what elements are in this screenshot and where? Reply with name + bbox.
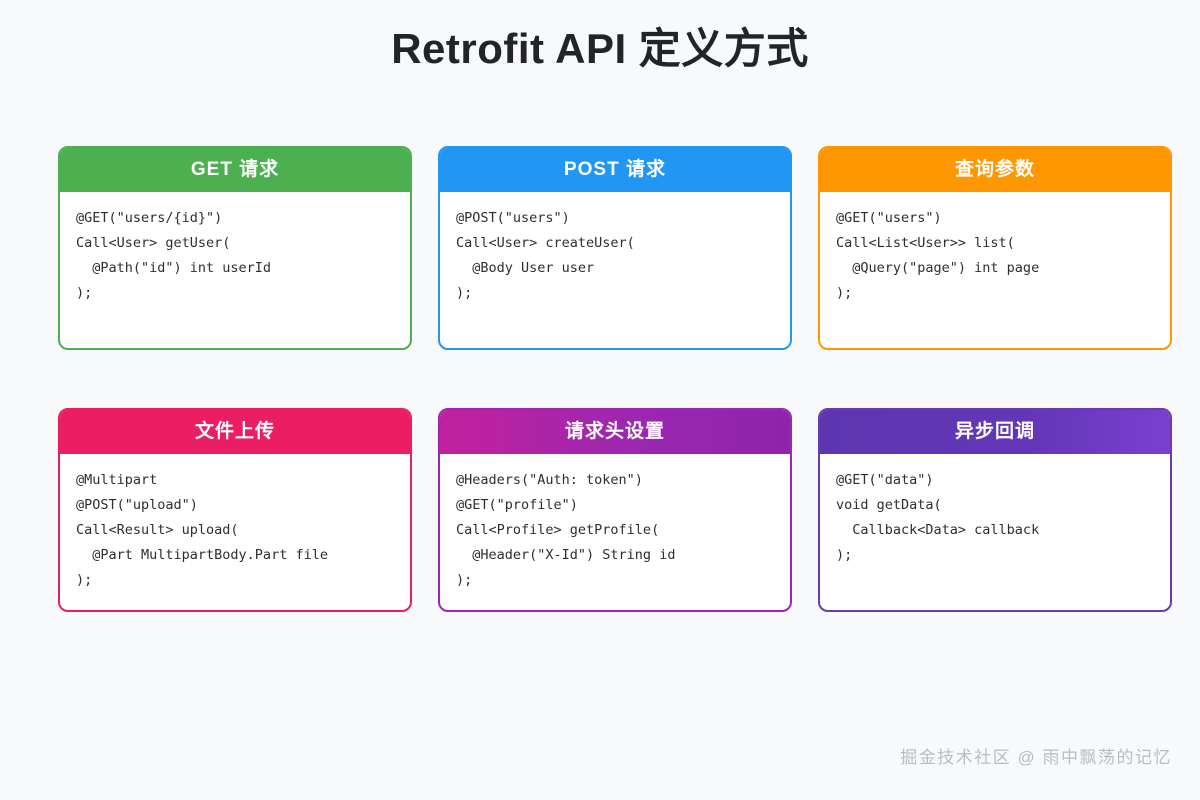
card-header-title: 查询参数 <box>820 148 1170 192</box>
card-code-block: @Multipart @POST("upload") Call<Result> … <box>76 472 328 588</box>
card-code-block: @GET("users") Call<List<User>> list( @Qu… <box>836 210 1040 301</box>
card-async-callback[interactable]: 异步回调 @GET("data") void getData( Callback… <box>818 408 1172 612</box>
card-request-headers[interactable]: 请求头设置 @Headers("Auth: token") @GET("prof… <box>438 408 792 612</box>
card-code-block: @Headers("Auth: token") @GET("profile") … <box>456 472 676 588</box>
card-get-request[interactable]: GET 请求 @GET("users/{id}") Call<User> get… <box>58 146 412 350</box>
card-header-title: POST 请求 <box>440 148 790 192</box>
card-code-block: @POST("users") Call<User> createUser( @B… <box>456 210 635 301</box>
card-code-block: @GET("users/{id}") Call<User> getUser( @… <box>76 210 272 301</box>
card-header-title: 异步回调 <box>820 410 1170 454</box>
card-header-title: GET 请求 <box>60 148 410 192</box>
card-query-params[interactable]: 查询参数 @GET("users") Call<List<User>> list… <box>818 146 1172 350</box>
card-grid: GET 请求 @GET("users/{id}") Call<User> get… <box>58 146 1172 612</box>
card-header-title: 文件上传 <box>60 410 410 454</box>
card-header-title: 请求头设置 <box>440 410 790 454</box>
page-title: Retrofit API 定义方式 <box>391 25 809 72</box>
card-file-upload[interactable]: 文件上传 @Multipart @POST("upload") Call<Res… <box>58 408 412 612</box>
card-post-request[interactable]: POST 请求 @POST("users") Call<User> create… <box>438 146 792 350</box>
card-code-block: @GET("data") void getData( Callback<Data… <box>836 472 1040 563</box>
watermark-credit: 掘金技术社区 @ 雨中飘荡的记忆 <box>900 748 1172 767</box>
